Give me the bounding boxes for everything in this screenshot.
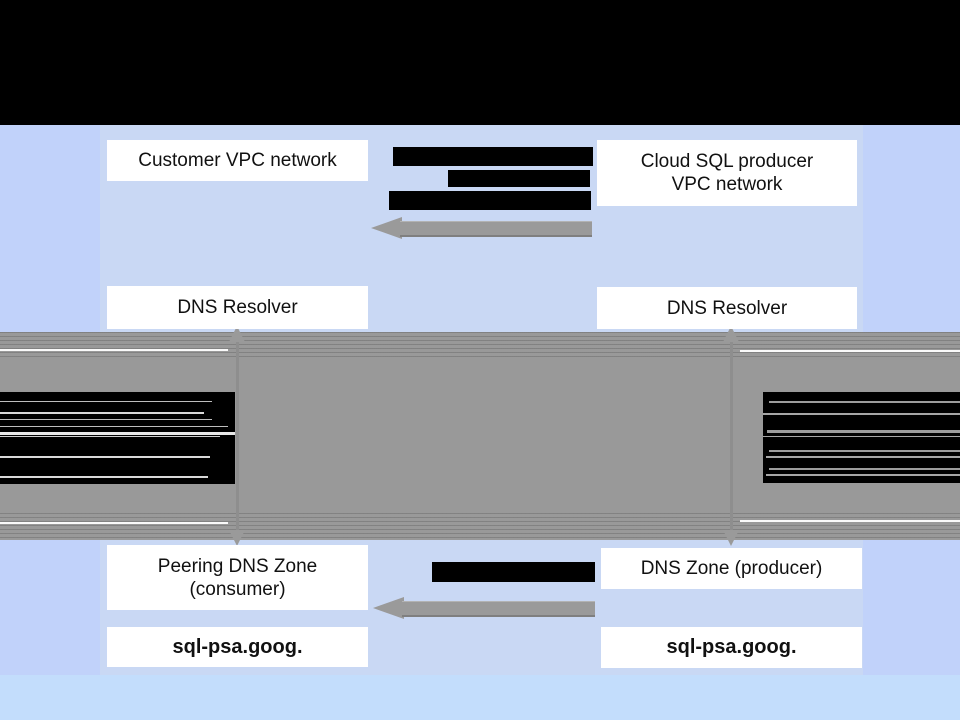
- redaction-line: [769, 468, 960, 470]
- redacted-text-block-left: [0, 392, 235, 484]
- redaction-line: [0, 476, 208, 478]
- customer-vpc-network-box: Customer VPC network: [107, 140, 368, 181]
- redaction-line: [769, 401, 960, 403]
- redaction-line: [769, 450, 960, 452]
- band-stripes-bottom: [0, 513, 960, 540]
- vertical-connector-line: [236, 340, 239, 532]
- dns-zone-producer-label: DNS Zone (producer): [640, 558, 823, 579]
- redaction-line: [0, 419, 212, 420]
- redaction-line: [0, 436, 220, 437]
- arrow-left-body: [400, 221, 592, 237]
- redacted-text-bar: [389, 191, 591, 210]
- sql-psa-goog-left-box: sql-psa.goog.: [107, 627, 368, 667]
- redaction-line: [766, 474, 960, 476]
- cloud-sql-producer-label-line2: VPC network: [671, 174, 783, 195]
- dns-resolver-right-label: DNS Resolver: [666, 297, 788, 319]
- redaction-line: [767, 430, 960, 433]
- redaction-line: [0, 432, 235, 435]
- sql-psa-goog-left-label: sql-psa.goog.: [172, 635, 303, 658]
- divider-line: [0, 522, 228, 524]
- redaction-line: [0, 401, 212, 402]
- redacted-text-bar: [393, 147, 593, 166]
- dns-resolver-right-box: DNS Resolver: [597, 287, 857, 329]
- cloud-sql-producer-vpc-box: Cloud SQL producer VPC network: [597, 140, 857, 206]
- footer-band: [0, 675, 960, 720]
- redacted-text-block-right: [763, 392, 960, 483]
- divider-line: [740, 520, 960, 522]
- redaction-line: [0, 426, 228, 427]
- redacted-header-band: [0, 0, 960, 125]
- dns-zone-producer-box: DNS Zone (producer): [601, 548, 862, 589]
- customer-vpc-network-label: Customer VPC network: [138, 150, 337, 171]
- arrow-left-icon: [371, 217, 402, 239]
- redaction-line: [0, 412, 204, 414]
- redaction-line: [763, 436, 960, 437]
- arrow-left-body: [402, 601, 595, 617]
- redaction-line: [766, 456, 960, 458]
- sql-psa-goog-right-label: sql-psa.goog.: [666, 636, 797, 658]
- divider-line: [0, 349, 228, 351]
- dns-resolver-left-label: DNS Resolver: [177, 297, 298, 318]
- sql-psa-goog-right-box: sql-psa.goog.: [601, 627, 862, 668]
- peering-dns-zone-consumer-box: Peering DNS Zone (consumer): [107, 545, 368, 610]
- redaction-line: [0, 456, 210, 458]
- vertical-connector-line: [730, 340, 733, 532]
- band-stripes-top: [0, 332, 960, 358]
- cloud-sql-producer-label-line1: Cloud SQL producer: [640, 151, 814, 172]
- divider-line: [740, 350, 960, 352]
- arrow-down-icon: [229, 530, 245, 546]
- arrow-down-icon: [723, 530, 739, 546]
- arrow-up-icon: [723, 326, 739, 342]
- peering-dns-zone-label-line2: (consumer): [189, 578, 286, 600]
- dns-resolver-left-box: DNS Resolver: [107, 286, 368, 329]
- redacted-text-bar: [432, 562, 595, 582]
- arrow-up-icon: [229, 326, 245, 342]
- redacted-text-bar: [448, 170, 590, 187]
- arrow-left-icon: [373, 597, 404, 619]
- peering-dns-zone-label-line1: Peering DNS Zone: [157, 555, 318, 577]
- redaction-line: [763, 413, 960, 415]
